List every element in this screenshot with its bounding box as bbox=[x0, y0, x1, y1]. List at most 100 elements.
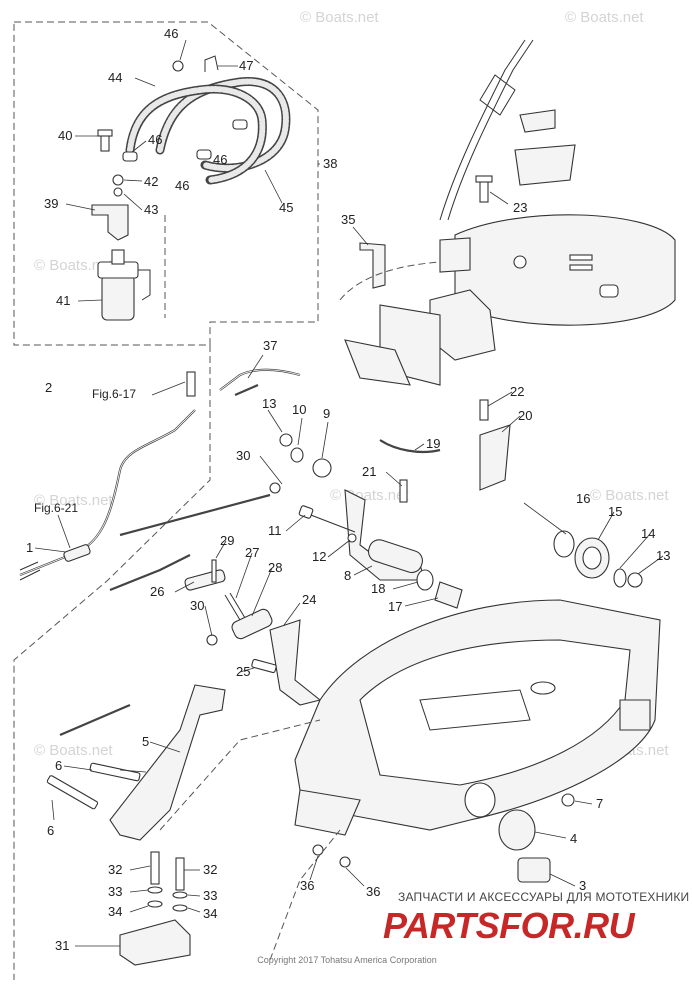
leader-lines bbox=[34, 39, 664, 947]
callout-1: 1 bbox=[26, 540, 33, 555]
callout-15: 15 bbox=[608, 504, 622, 519]
nut-7 bbox=[561, 793, 575, 807]
starter-handle bbox=[344, 339, 411, 386]
watermark-text: © Boats.net bbox=[34, 492, 113, 509]
callout-37: 37 bbox=[263, 338, 277, 353]
callout-23: 23 bbox=[513, 200, 527, 215]
callout-36: 36 bbox=[366, 884, 380, 899]
ref-fig-6-17: Fig.6-17 bbox=[92, 387, 136, 401]
brand-logo[interactable]: PARTSFOR.RU bbox=[383, 905, 635, 946]
cowl-port bbox=[464, 782, 496, 818]
callout-39: 39 bbox=[44, 196, 58, 211]
pin-29 bbox=[211, 559, 217, 583]
watermark-text: © Boats.net bbox=[34, 257, 113, 274]
watermark-text: © Boats.net bbox=[330, 487, 409, 504]
callout-35: 35 bbox=[341, 212, 355, 227]
callout-42: 42 bbox=[144, 174, 158, 189]
callout-29: 29 bbox=[220, 533, 234, 548]
washer-43 bbox=[113, 187, 123, 197]
washer-33 bbox=[147, 886, 163, 894]
callout-11: 11 bbox=[268, 523, 282, 538]
callout-25: 25 bbox=[236, 664, 250, 679]
callout-46: 46 bbox=[164, 26, 178, 41]
callout-32: 32 bbox=[203, 862, 217, 877]
hose-clip-46 bbox=[196, 149, 212, 160]
callout-16: 16 bbox=[576, 491, 590, 506]
callout-4: 4 bbox=[570, 831, 577, 846]
callout-33: 33 bbox=[203, 888, 217, 903]
callout-8: 8 bbox=[344, 568, 351, 583]
brand-tagline: ЗАПЧАСТИ И АКСЕССУАРЫ ДЛЯ МОТОТЕХНИКИ bbox=[398, 890, 690, 904]
throttle-cable bbox=[119, 493, 271, 537]
callout-14: 14 bbox=[641, 526, 655, 541]
starter-bracket bbox=[439, 237, 471, 273]
nut-36 bbox=[312, 844, 324, 856]
washer-14 bbox=[613, 568, 627, 588]
flywheel-cover bbox=[454, 214, 676, 326]
cable-end-26 bbox=[184, 569, 226, 591]
callout-6: 6 bbox=[47, 823, 54, 838]
spacer-30 bbox=[206, 634, 218, 646]
callout-40: 40 bbox=[58, 128, 72, 143]
callout-44: 44 bbox=[108, 70, 122, 85]
callout-5: 5 bbox=[142, 734, 149, 749]
control-cables bbox=[19, 368, 301, 581]
callout-47: 47 bbox=[239, 58, 253, 73]
callout-26: 26 bbox=[150, 584, 164, 599]
callout-32: 32 bbox=[108, 862, 122, 877]
callout-21: 21 bbox=[362, 464, 376, 479]
hose-clip-46 bbox=[232, 119, 248, 130]
nut-13 bbox=[627, 572, 643, 588]
lower-group-outline bbox=[13, 345, 211, 980]
callout-34: 34 bbox=[203, 906, 217, 921]
callout-28: 28 bbox=[268, 560, 282, 575]
cable-26 bbox=[109, 554, 191, 592]
callout-34: 34 bbox=[108, 904, 122, 919]
callout-33: 33 bbox=[108, 884, 122, 899]
callout-3: 3 bbox=[579, 878, 586, 893]
shift-cable bbox=[59, 703, 131, 737]
bolt-32 bbox=[175, 857, 185, 891]
throttle-linkage bbox=[59, 399, 643, 737]
callout-12: 12 bbox=[312, 549, 326, 564]
callout-labels: 46 47 44 40 46 46 46 42 43 39 41 38 45 2… bbox=[26, 26, 670, 953]
cable-connector bbox=[63, 544, 91, 562]
callout-7: 7 bbox=[596, 796, 603, 811]
bolt-21 bbox=[399, 479, 408, 503]
callout-46: 46 bbox=[175, 178, 189, 193]
watermark-text: © Boats.net bbox=[590, 487, 669, 504]
grommet-4 bbox=[498, 809, 536, 851]
bolt-22 bbox=[479, 399, 489, 421]
hose-clip-46 bbox=[122, 151, 138, 162]
callout-2: 2 bbox=[45, 380, 52, 395]
callout-17: 17 bbox=[388, 599, 402, 614]
wire-19 bbox=[379, 439, 441, 454]
bolt-6 bbox=[46, 775, 99, 810]
callout-46: 46 bbox=[148, 132, 162, 147]
callout-41: 41 bbox=[56, 293, 70, 308]
callout-27: 27 bbox=[245, 545, 259, 560]
callout-30: 30 bbox=[236, 448, 250, 463]
callout-43: 43 bbox=[144, 202, 158, 217]
callout-13: 13 bbox=[262, 396, 276, 411]
joint-28 bbox=[231, 608, 273, 640]
group-outlines bbox=[13, 21, 319, 980]
bottom-cowl-icon bbox=[294, 599, 661, 883]
shaft-8 bbox=[367, 539, 423, 574]
fuel-system-group-outline bbox=[13, 21, 319, 346]
hose-bracket-47 bbox=[204, 55, 219, 72]
washer-34 bbox=[147, 900, 163, 908]
callout-22: 22 bbox=[510, 384, 524, 399]
callout-10: 10 bbox=[292, 402, 306, 417]
washer-42 bbox=[112, 174, 124, 186]
cowl-front-lip bbox=[294, 789, 361, 836]
wire-harness bbox=[439, 39, 526, 221]
callout-30: 30 bbox=[190, 598, 204, 613]
washer-34 bbox=[172, 904, 188, 912]
spring-27 bbox=[224, 592, 246, 621]
filter-bracket-39 bbox=[91, 204, 129, 241]
copyright-notice: Copyright 2017 Tohatsu America Corporati… bbox=[257, 955, 437, 965]
mount-plate-31 bbox=[119, 919, 191, 966]
watermark-text: © Boats.net bbox=[34, 742, 113, 759]
ref-bolt bbox=[186, 371, 196, 397]
